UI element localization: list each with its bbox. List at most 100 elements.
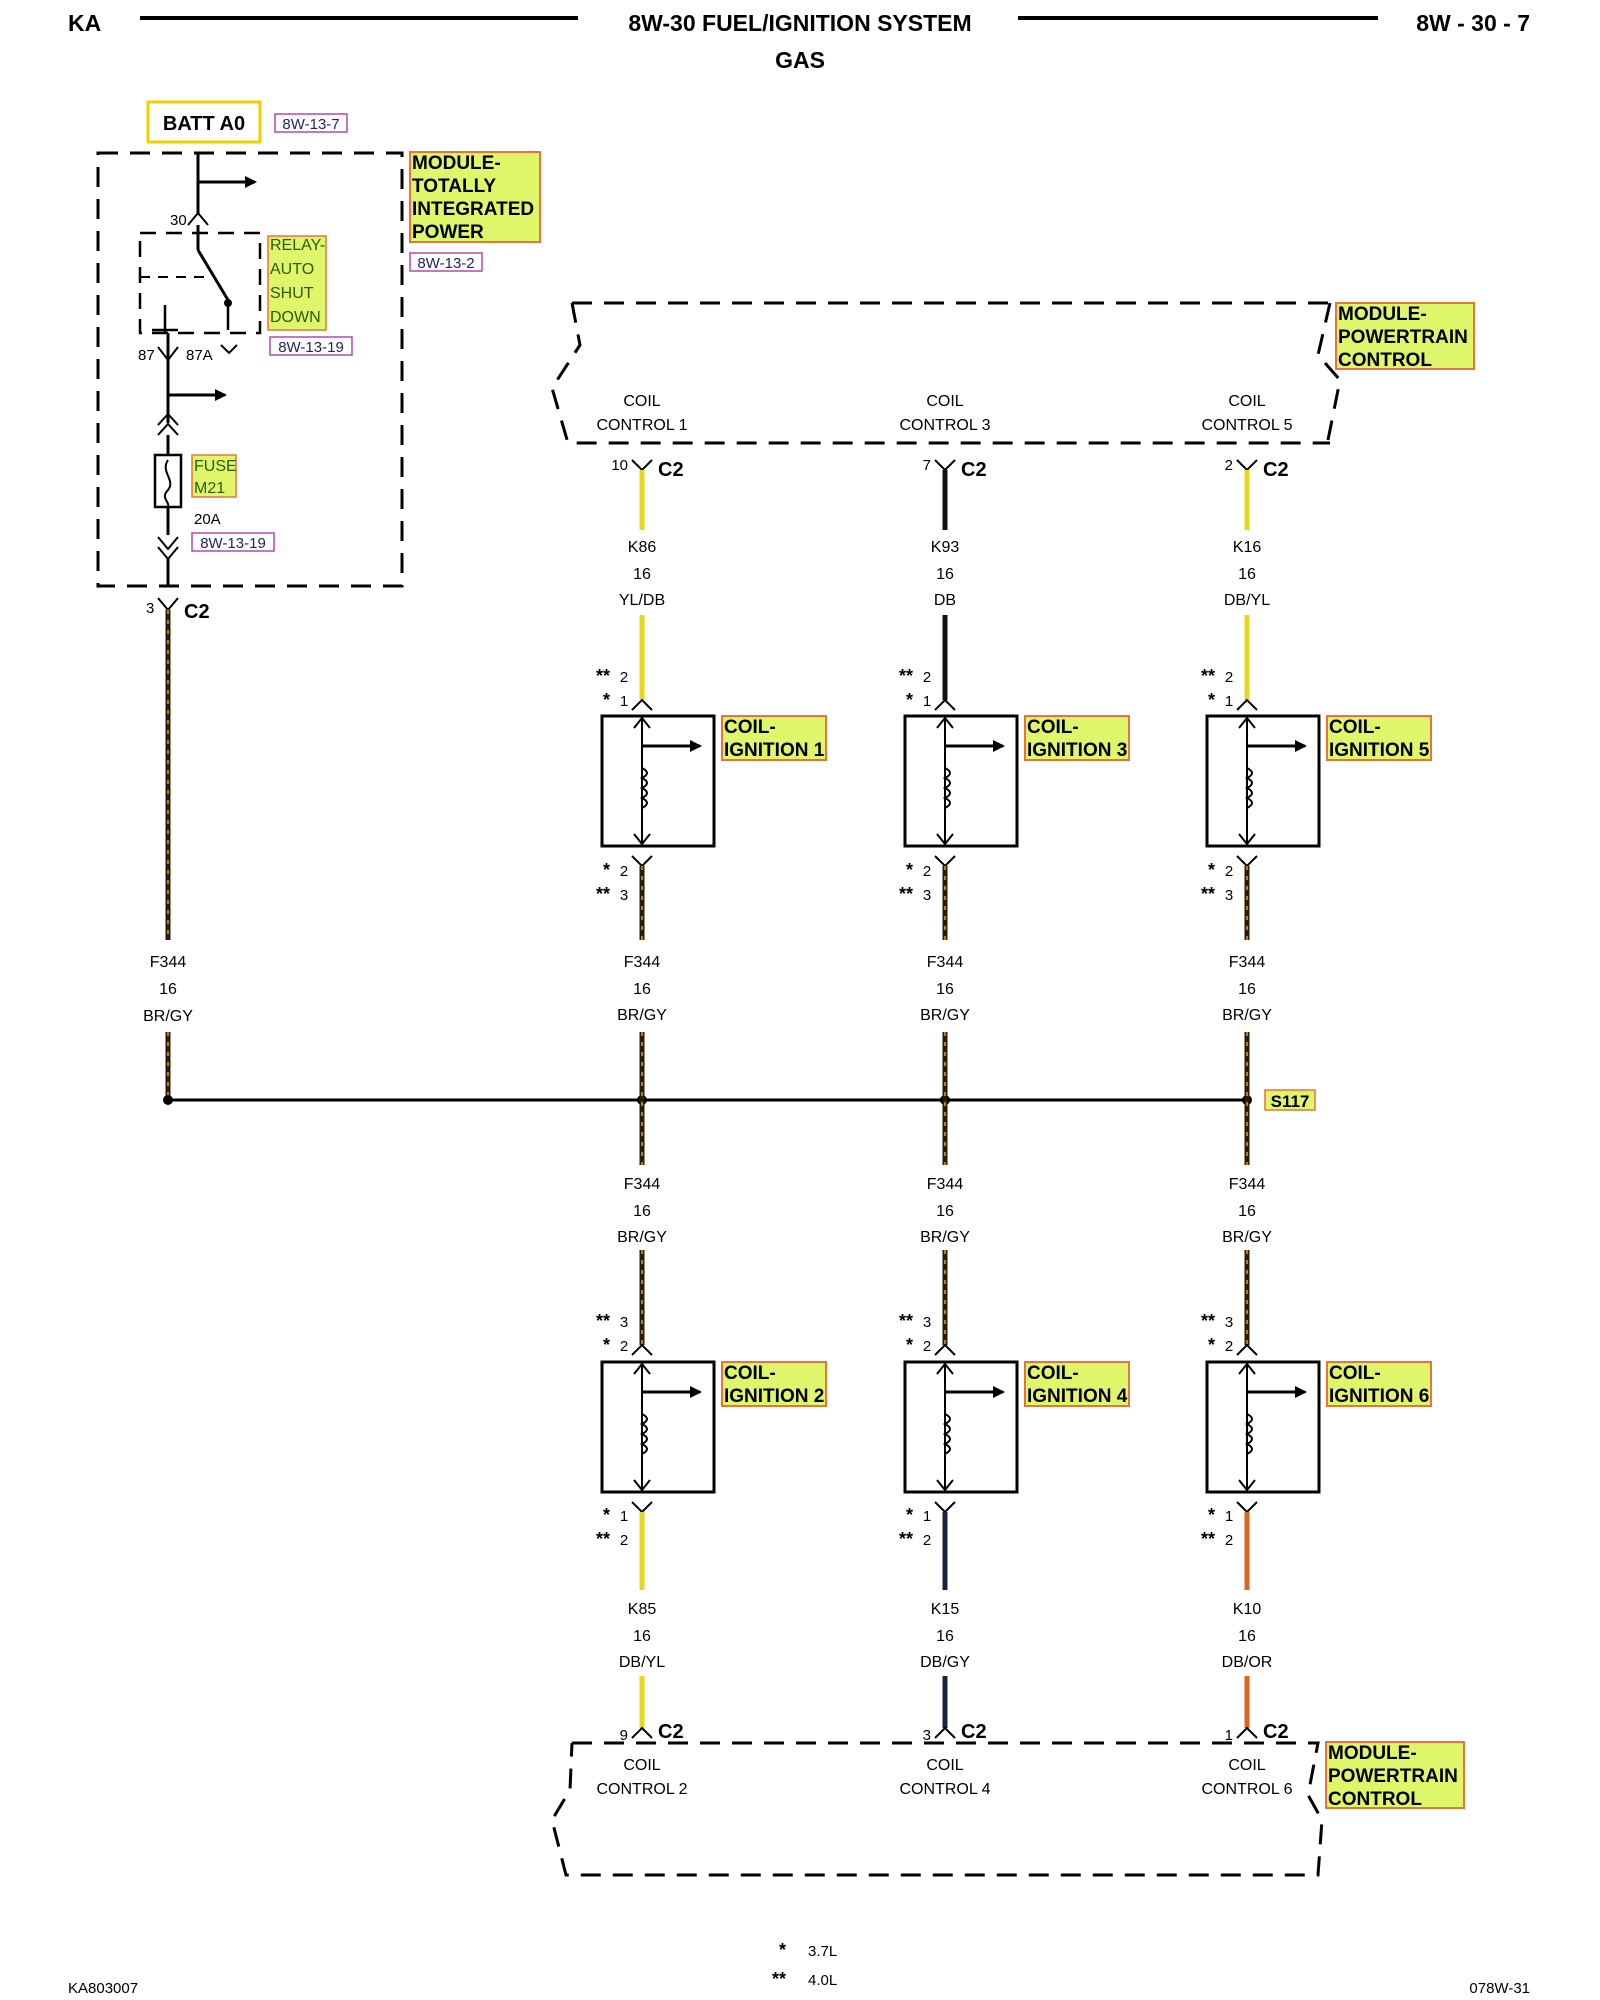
pcm-bottom-label-2: POWERTRAIN: [1328, 1766, 1458, 1787]
page-title: 8W-30 FUEL/IGNITION SYSTEM: [628, 10, 971, 36]
coil-ign-5-in-star-b: *: [1208, 690, 1215, 710]
pcm-top-pin-2-number: 2: [1225, 457, 1233, 474]
top-wire-1-color: YL/DB: [619, 592, 665, 609]
coil-ignition-1-label-2: IGNITION 1: [724, 740, 825, 761]
coil-ign-5-out-star-a: *: [1208, 860, 1215, 880]
relay-label-2: AUTO: [270, 261, 314, 278]
pcm-bottom-pin-2-line1: COIL: [1228, 1757, 1265, 1774]
bottom-wire-2-gauge: 16: [633, 1628, 651, 1645]
coil-ignition-2-body: [600, 1360, 716, 1494]
pcm-top-pin-0-line2: CONTROL 1: [597, 417, 688, 434]
pcm-bottom-pin-1-line1: COIL: [926, 1757, 963, 1774]
coil-ign-4-out-pin-b: 2: [923, 1532, 931, 1549]
bottom-wire-6-circuit: K10: [1233, 1601, 1262, 1618]
batt-ref-box[interactable]: [274, 113, 348, 133]
feed-wire-5-circuit: F344: [1229, 954, 1266, 971]
fuse-label-box: [191, 454, 237, 498]
coil-ignition-2-label-box: [721, 1361, 827, 1407]
feed-wire-3-gauge: 16: [936, 981, 954, 998]
coil-ign-5-in-pin-b: 1: [1225, 693, 1233, 710]
batt-label-box: [146, 100, 262, 144]
coil-ignition-3-label-1: COIL-: [1027, 717, 1079, 738]
bottom-wire-6-gauge: 16: [1238, 1628, 1256, 1645]
top-wire-3-circuit: K93: [931, 539, 960, 556]
coil-ignition-1: [600, 714, 827, 848]
coil-ign-6-out-star-a: *: [1208, 1505, 1215, 1525]
coil-ign-4-in-pin-b: 2: [923, 1338, 931, 1355]
coil-ign-3-out-star-b: **: [899, 884, 913, 904]
fuse-rating: 20A: [194, 511, 221, 528]
coil-ign-2-out-pin-a: 1: [620, 1508, 628, 1525]
coil-ignition-1-body: [600, 714, 716, 848]
fuse-ref-link[interactable]: 8W-13-19: [200, 535, 266, 552]
top-wire-1-circuit: K86: [628, 539, 657, 556]
coil-ign-2-out-star-a: *: [603, 1505, 610, 1525]
pcm-top-pin-0-connector: C2: [658, 459, 684, 481]
feed-wire-1-circuit: F344: [624, 954, 661, 971]
bottom-wire-2-color: DB/YL: [619, 1654, 665, 1671]
fuse-label-1: FUSE: [194, 458, 237, 475]
coil-ign-5-in-pin-a: 2: [1225, 669, 1233, 686]
feed-wire-1-color: BR/GY: [617, 1007, 667, 1024]
pcm-bottom-pin-1-number: 3: [923, 1727, 931, 1744]
relay-ref-box[interactable]: [269, 336, 353, 356]
coil-ign-3-in-star-b: *: [906, 690, 913, 710]
coil-ignition-4: [903, 1360, 1130, 1494]
pcm-top-pin-1-line1: COIL: [926, 393, 963, 410]
coil-ignition-5-label-box: [1326, 715, 1432, 761]
relay-label-3: SHUT: [270, 285, 314, 302]
pcm-top-pin-1-line2: CONTROL 3: [900, 417, 991, 434]
footer-left: KA803007: [68, 1980, 138, 1997]
header-left: KA: [68, 10, 101, 36]
pcm-bottom-pin-0-line2: CONTROL 2: [597, 1781, 688, 1798]
relay-label-4: DOWN: [270, 309, 321, 326]
coil-ign-3-out-pin-b: 3: [923, 887, 931, 904]
tipm-ref-link[interactable]: 8W-13-2: [417, 255, 474, 272]
pcm-bottom-label-1: MODULE-: [1328, 1743, 1417, 1764]
feed-wire-4-color: BR/GY: [920, 1229, 970, 1246]
top-wire-5-color: DB/YL: [1224, 592, 1270, 609]
coil-ignition-2: [600, 1360, 827, 1494]
relay-label-1: RELAY-: [270, 237, 325, 254]
feed-wire-3-color: BR/GY: [920, 1007, 970, 1024]
feed-wire-4-circuit: F344: [927, 1176, 964, 1193]
pcm-top-module: MODULE- POWERTRAIN CONTROL: [550, 301, 1475, 445]
coil-ign-3-out-star-a: *: [906, 860, 913, 880]
coil-ignition-1-label-box: [721, 715, 827, 761]
pcm-top-pin-1-connector: C2: [961, 459, 987, 481]
coil-ignition-5-body: [1205, 714, 1321, 848]
relay-ref-link[interactable]: 8W-13-19: [278, 339, 344, 356]
tipm-out-pin: 3: [146, 600, 154, 617]
coil-ign-1-out-star-b: **: [596, 884, 610, 904]
coil-ign-1-in-pin-b: 1: [620, 693, 628, 710]
pcm-top-label-box: [1335, 302, 1475, 370]
tipm-label-4: POWER: [412, 222, 484, 243]
splice-label: S117: [1271, 1092, 1310, 1111]
tipm-ref-box[interactable]: [409, 252, 483, 272]
batt-ref-link[interactable]: 8W-13-7: [282, 116, 339, 133]
coil-ignition-4-label-box: [1024, 1361, 1130, 1407]
coil-ign-4-out-star-b: **: [899, 1529, 913, 1549]
coil-ign-5-out-star-b: **: [1201, 884, 1215, 904]
coil-ignition-6-label-1: COIL-: [1329, 1363, 1381, 1384]
coil-ignition-6-label-box: [1326, 1361, 1432, 1407]
top-wire-5-circuit: K16: [1233, 539, 1262, 556]
coil-ignition-5-label-2: IGNITION 5: [1329, 740, 1430, 761]
tipm-label-1: MODULE-: [412, 153, 501, 174]
fuse-ref-box[interactable]: [191, 532, 275, 552]
coil-ign-6-in-star-a: **: [1201, 1311, 1215, 1331]
feed-wire-5-gauge: 16: [1238, 981, 1256, 998]
coil-ign-1-out-pin-a: 2: [620, 863, 628, 880]
splice-bus: S117: [163, 1089, 1316, 1111]
coil-ign-1-out-pin-b: 3: [620, 887, 628, 904]
legend: * 3.7L ** 4.0L: [772, 1940, 837, 1989]
coil-ignition-6: [1205, 1360, 1432, 1494]
relay-boundary: [138, 231, 262, 335]
coil-ign-6-in-star-b: *: [1208, 1335, 1215, 1355]
feed-wire-2-color: BR/GY: [617, 1229, 667, 1246]
coil-ign-2-out-pin-b: 2: [620, 1532, 628, 1549]
pcm-bottom-label-box: [1325, 1741, 1465, 1809]
relay-label-box: [267, 235, 327, 331]
pcm-top-pin-2-line1: COIL: [1228, 393, 1265, 410]
pcm-top-pin-2-connector: C2: [1263, 459, 1289, 481]
